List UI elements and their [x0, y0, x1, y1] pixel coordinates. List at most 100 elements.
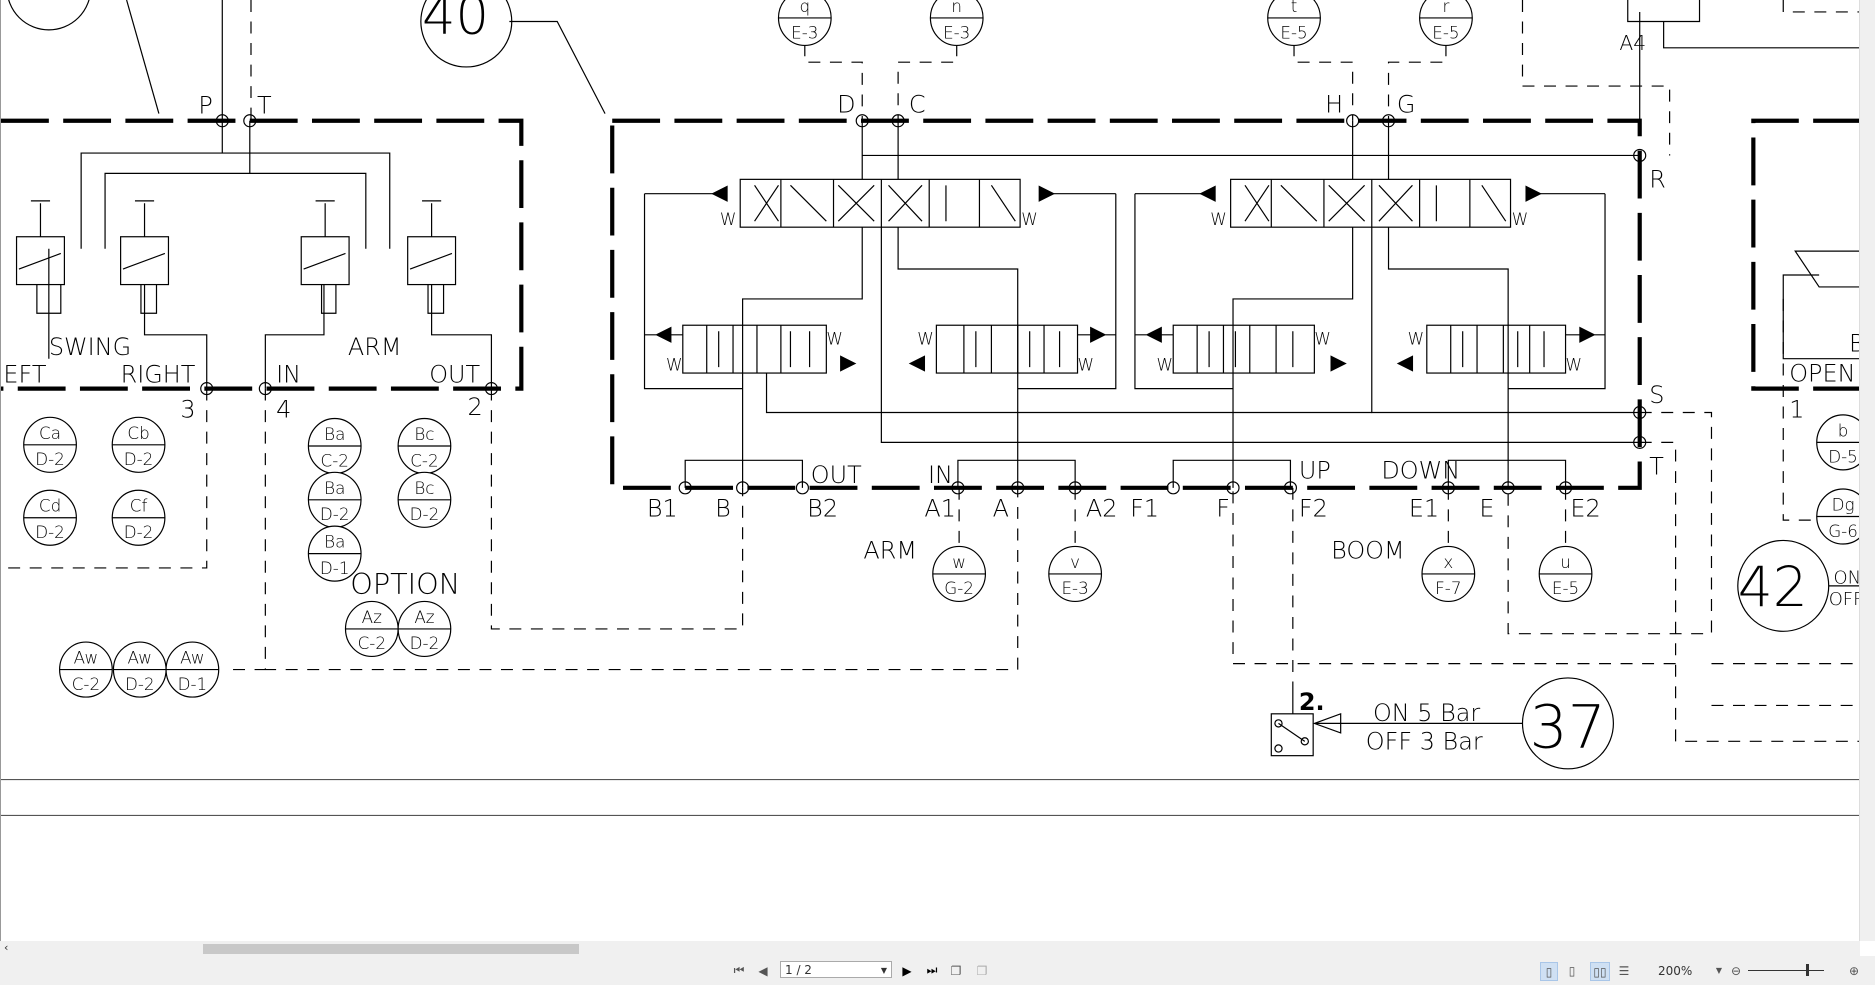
- zoom-level[interactable]: 200%: [1658, 964, 1693, 978]
- first-page-icon[interactable]: ⏮: [733, 963, 745, 977]
- port-label: 4: [276, 395, 291, 423]
- port-label: A: [993, 495, 1009, 523]
- reference-bubble: CbD-2: [111, 416, 166, 473]
- chevron-down-icon: ▼: [880, 966, 887, 975]
- bubble-top-text: Bc: [414, 478, 434, 498]
- reference-bubble: CdD-2: [23, 489, 77, 546]
- port-label: H: [1325, 90, 1343, 118]
- reference-bubble: uE-5: [1538, 545, 1593, 603]
- w-label: W: [1021, 209, 1038, 229]
- port-label: EFT: [3, 361, 46, 389]
- w-label: W: [720, 209, 737, 229]
- zoom-slider[interactable]: [1748, 970, 1824, 971]
- port-label: IN: [276, 361, 301, 389]
- bubble-top-text: b: [1838, 420, 1849, 440]
- port-label: 3: [180, 395, 195, 423]
- spool-valves: [644, 178, 1606, 374]
- bubble-top-text: Aw: [128, 648, 152, 668]
- port-label: OUT: [811, 461, 862, 489]
- bubble-top-text: q: [799, 0, 810, 16]
- zoom-slider-thumb[interactable]: [1806, 964, 1809, 976]
- reference-bubble: CfD-2: [111, 489, 166, 546]
- port-label: B1: [647, 495, 678, 523]
- port-label: A4: [1619, 31, 1646, 55]
- reference-bubble: xF-7: [1421, 545, 1476, 603]
- horizontal-scroll-thumb[interactable]: [203, 944, 579, 954]
- bubble-top-text: Az: [362, 607, 382, 627]
- port-label: D: [837, 90, 855, 118]
- circle-number: 42: [1738, 555, 1808, 619]
- w-label: W: [1156, 355, 1173, 375]
- bubble-top-text: r: [1442, 0, 1449, 16]
- bubble-top-text: Aw: [180, 648, 204, 668]
- bubble-top-text: w: [952, 552, 966, 572]
- port-label: A1: [924, 495, 956, 523]
- port-label: IN: [928, 461, 953, 489]
- bubble-top-text: Dg: [1832, 495, 1855, 515]
- two-page-view-icon[interactable]: ▯▯: [1590, 962, 1610, 981]
- bubble-bottom-text: C-2: [72, 674, 100, 694]
- reference-bubble: nE-3: [929, 0, 984, 47]
- spool-w-labels: W W W W W W W W W W W W: [666, 209, 1582, 375]
- bubble-bottom-text: E-3: [1061, 578, 1088, 598]
- bubble-bottom-text: D-2: [410, 504, 440, 524]
- bubble-bottom-text: D-2: [124, 449, 154, 469]
- bubble-top-text: Ba: [324, 424, 345, 444]
- horizontal-scrollbar[interactable]: ‹: [0, 941, 1860, 956]
- reference-bubble: AwD-1: [165, 641, 220, 698]
- reference-bubble: AzC-2: [344, 600, 399, 658]
- bubble-top-text: Ba: [324, 478, 345, 498]
- last-page-icon[interactable]: ⏭: [926, 963, 938, 977]
- two-page-continuous-icon[interactable]: ☰: [1618, 963, 1630, 978]
- port-markers: [200, 114, 1647, 495]
- bubble-top-text: x: [1443, 552, 1453, 572]
- bubble-bottom-text: D-2: [125, 674, 155, 694]
- switch-off-label: OFF: [1829, 589, 1861, 610]
- section-label: BOOM: [1331, 536, 1405, 564]
- viewer-toolbar: ⏮ ◀ 1 / 2▼ ▶ ⏭ ❐ ❐ ▯ ▯ ▯▯ ☰ 200% ▼ ⊖ ⊕: [0, 956, 1875, 985]
- reference-bubble: vE-3: [1048, 545, 1103, 603]
- port-label: B: [1849, 330, 1861, 358]
- main-valve-block-border: [610, 118, 1642, 490]
- page-number-select[interactable]: 1 / 2▼: [780, 961, 892, 978]
- port-label: R: [1649, 166, 1666, 194]
- bubble-bottom-text: D-2: [410, 633, 440, 653]
- port-label: F2: [1299, 495, 1328, 523]
- port-label: P: [198, 92, 212, 120]
- port-label: OPEN: [1789, 359, 1855, 387]
- zoom-out-icon[interactable]: ⊖: [1730, 963, 1742, 978]
- reference-bubble: CaD-2: [23, 416, 77, 473]
- port-label: E: [1479, 495, 1494, 523]
- zoom-in-icon[interactable]: ⊕: [1848, 963, 1860, 978]
- section-label: ARM: [863, 536, 917, 564]
- port-label: E2: [1570, 495, 1600, 523]
- bubble-bottom-text: D-1: [320, 558, 350, 578]
- bubble-top-text: Aw: [74, 648, 98, 668]
- zoom-dropdown-icon[interactable]: ▼: [1715, 966, 1723, 975]
- single-page-view-icon[interactable]: ▯: [1540, 962, 1558, 981]
- vertical-scrollbar[interactable]: [1859, 0, 1875, 941]
- reference-bubble: BaD-2: [307, 471, 362, 528]
- reference-circle-37: [1521, 677, 1614, 770]
- port-label: DOWN: [1381, 456, 1460, 484]
- bubble-top-text: Bc: [414, 424, 434, 444]
- prev-page-icon[interactable]: ◀: [758, 963, 768, 978]
- switch-number: 2.: [1299, 688, 1325, 716]
- page-copy-icon[interactable]: ❐: [950, 963, 962, 978]
- next-page-icon[interactable]: ▶: [902, 963, 912, 978]
- bubble-bottom-text: G-2: [944, 578, 974, 598]
- reference-bubble: AwD-2: [112, 641, 167, 698]
- port-label: T: [1649, 453, 1664, 481]
- w-label: W: [1566, 355, 1583, 375]
- port-label: F1: [1130, 495, 1159, 523]
- port-label: S: [1649, 381, 1664, 409]
- reference-bubble: BcD-2: [397, 471, 452, 528]
- port-label: G: [1397, 90, 1416, 118]
- reference-bubble: tE-5: [1267, 0, 1321, 47]
- page-paste-icon[interactable]: ❐: [976, 963, 988, 978]
- hydraulic-schematic: CaD-2CbD-2CdD-2CfD-2BaC-2BcC-2BaD-2BcD-2…: [0, 0, 1861, 941]
- continuous-view-icon[interactable]: ▯: [1568, 963, 1576, 978]
- scroll-left-icon[interactable]: ‹: [4, 941, 9, 954]
- bubble-bottom-text: D-2: [124, 522, 154, 542]
- reference-bubble: BcC-2: [397, 417, 452, 475]
